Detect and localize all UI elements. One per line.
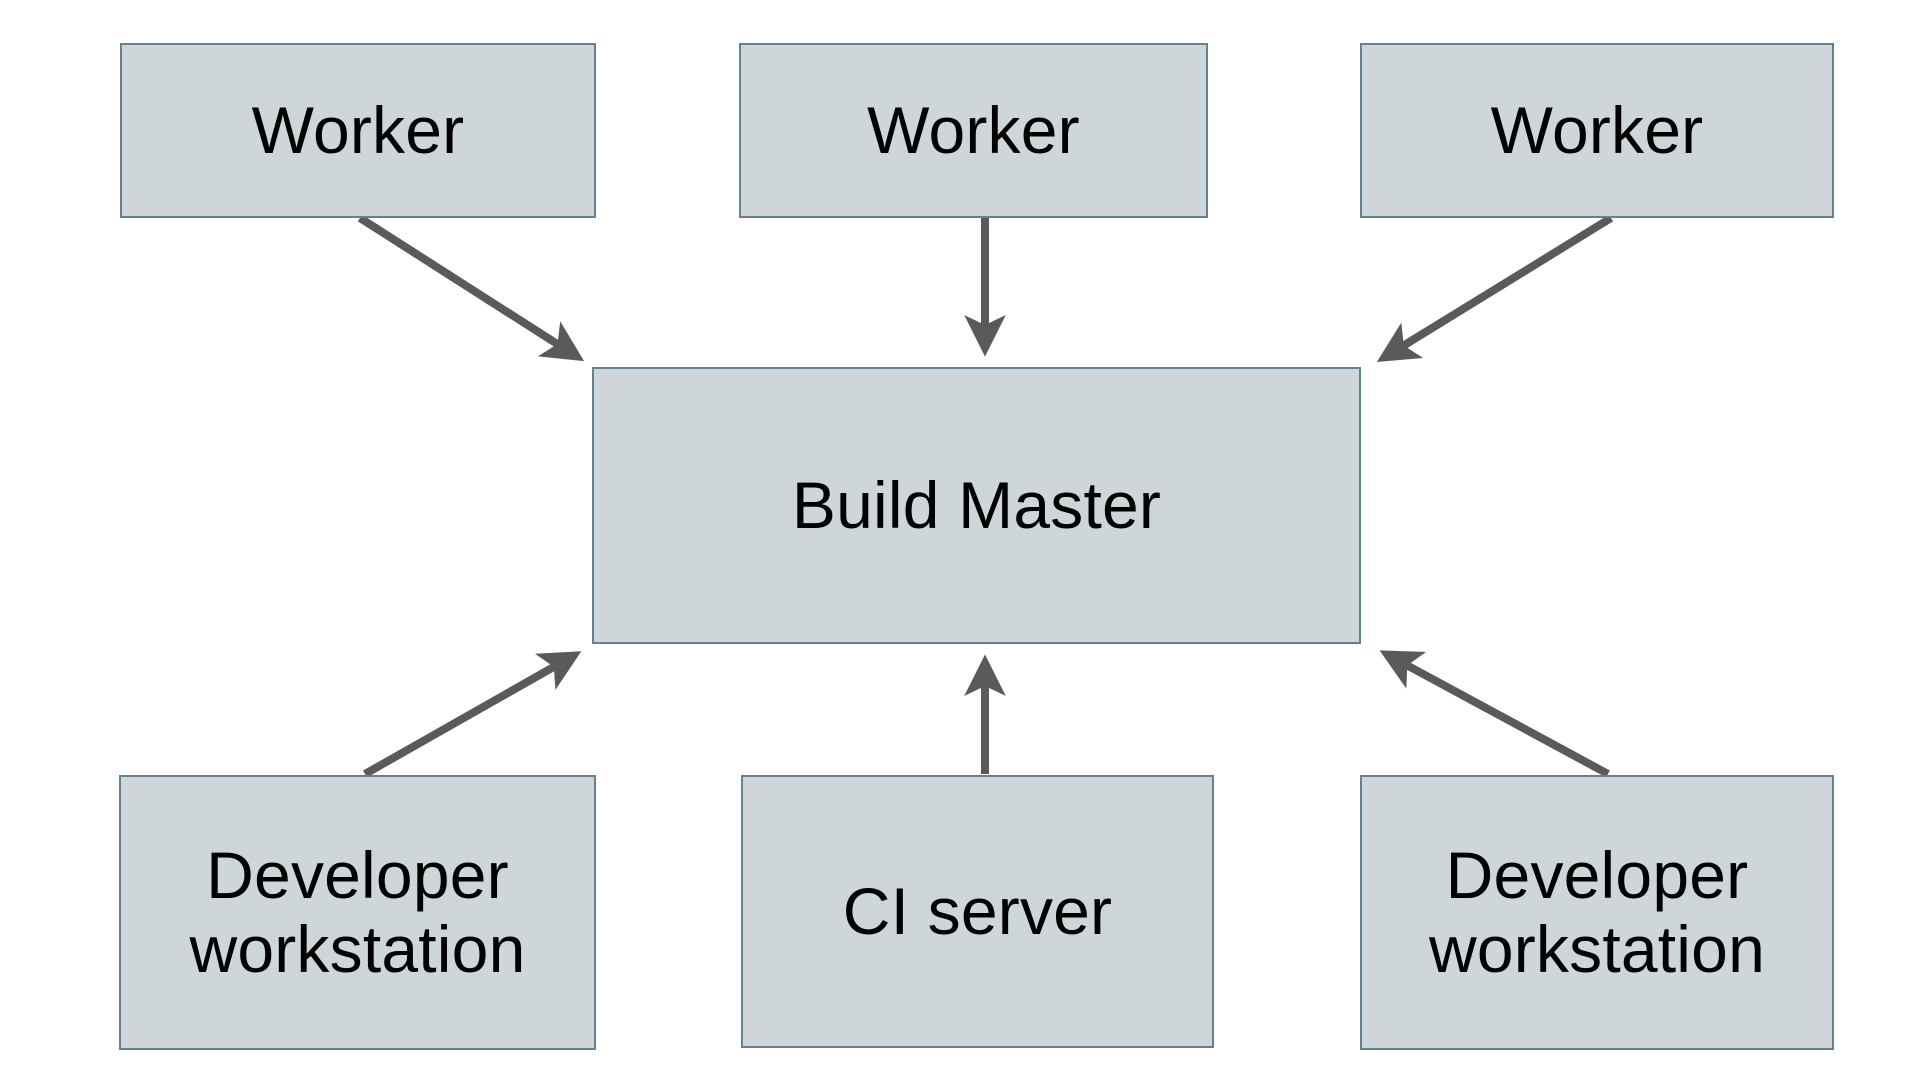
node-developer-workstation-left-label: Developer workstation (189, 837, 526, 986)
node-ci-server-label: CI server (842, 873, 1113, 948)
edge-worker-3-to-build-master (1376, 214, 1614, 363)
node-build-master-label: Build Master (791, 467, 1162, 542)
node-worker-2[interactable]: Worker (739, 43, 1208, 218)
node-worker-3[interactable]: Worker (1360, 43, 1834, 218)
node-worker-3-label: Worker (1490, 92, 1704, 167)
node-developer-workstation-right[interactable]: Developer workstation (1360, 775, 1834, 1050)
node-worker-1-label: Worker (251, 92, 465, 167)
node-build-master[interactable]: Build Master (592, 367, 1361, 644)
node-worker-1[interactable]: Worker (120, 43, 596, 218)
edge-dev-ws-left-to-build-master (363, 651, 582, 778)
edge-worker-1-to-build-master (357, 214, 585, 362)
node-developer-workstation-right-label: Developer workstation (1428, 837, 1765, 986)
node-ci-server[interactable]: CI server (741, 775, 1214, 1048)
node-developer-workstation-left[interactable]: Developer workstation (119, 775, 596, 1050)
node-worker-2-label: Worker (867, 92, 1080, 167)
edge-dev-ws-right-to-build-master (1379, 650, 1610, 778)
